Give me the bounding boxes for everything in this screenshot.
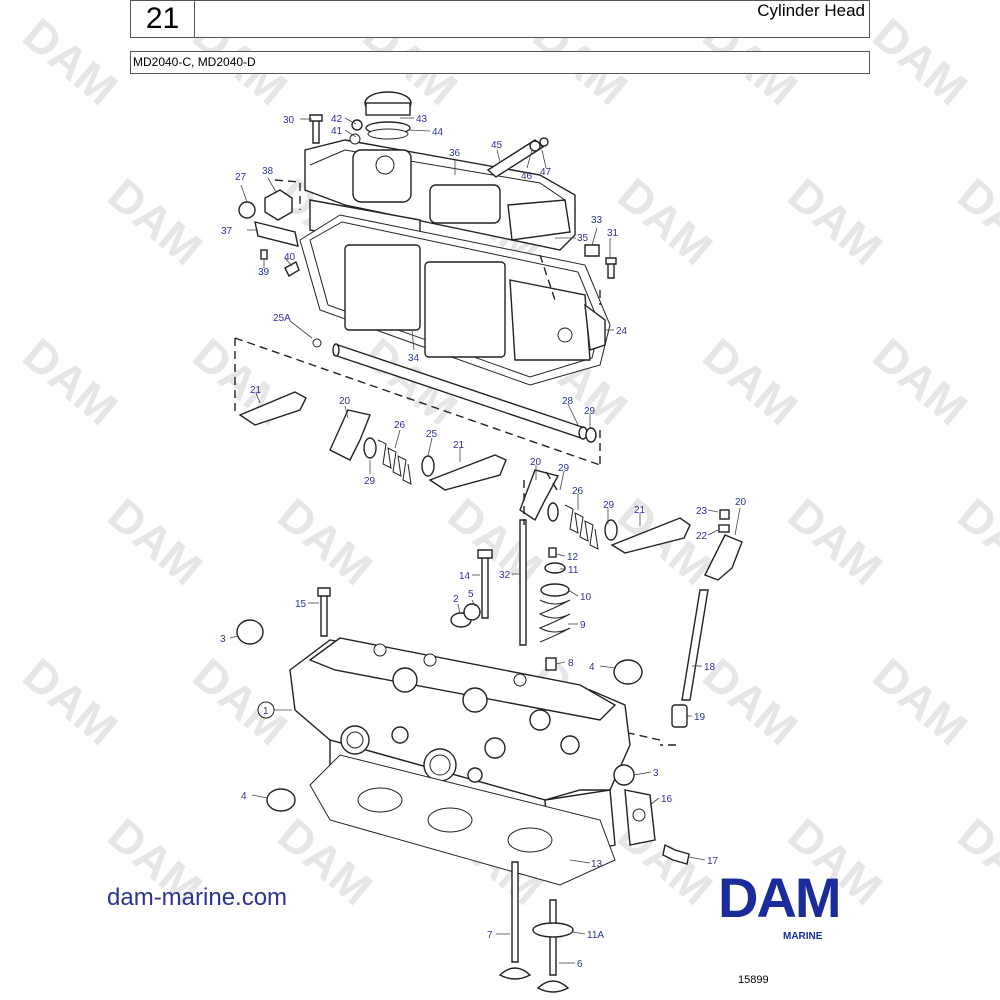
- section-header: 21 Cylinder Head: [130, 0, 870, 38]
- part-label: 15: [295, 599, 307, 610]
- part-label: 37: [221, 226, 233, 237]
- part-label: 29: [603, 500, 615, 511]
- part-label: 35: [577, 233, 589, 244]
- part-label: 21: [453, 440, 465, 451]
- highlight-circle: [257, 701, 275, 719]
- part-label: 4: [241, 791, 247, 802]
- part-label: 32: [499, 570, 511, 581]
- part-label: 46: [521, 171, 533, 182]
- head-gasket: [309, 754, 616, 886]
- part-label: 11A: [587, 930, 604, 941]
- section-title: Cylinder Head: [757, 1, 865, 20]
- part-label: 25A: [273, 313, 291, 324]
- studs-and-bolts: [317, 519, 527, 646]
- part-label: 20: [339, 396, 351, 407]
- valve: [498, 861, 574, 993]
- part-label: 42: [331, 114, 343, 125]
- part-label: 12: [567, 552, 579, 563]
- part-label: 17: [707, 856, 719, 867]
- part-label: 9: [580, 620, 586, 631]
- leader-lines: [229, 117, 741, 964]
- thermostat-cover: [624, 789, 690, 865]
- part-label: 3: [653, 768, 659, 779]
- part-label: 47: [540, 167, 552, 178]
- part-label: 26: [572, 486, 584, 497]
- adjuster-screw: [718, 509, 730, 533]
- side-cover-parts: [238, 189, 617, 279]
- part-label: 7: [487, 930, 493, 941]
- oil-filler-cap: [364, 91, 412, 140]
- part-label: 34: [408, 353, 420, 364]
- part-label: 31: [607, 228, 619, 239]
- part-label: 29: [364, 476, 376, 487]
- cover-bolt: [309, 114, 363, 145]
- part-label: 14: [459, 571, 471, 582]
- pushrod: [671, 589, 709, 728]
- part-label: 33: [591, 215, 603, 226]
- part-label: 26: [394, 420, 406, 431]
- part-label: 13: [591, 859, 603, 870]
- part-label: 30: [283, 115, 295, 126]
- breather-hose: [486, 137, 549, 178]
- part-label: 10: [580, 592, 592, 603]
- part-label: 3: [220, 634, 226, 645]
- part-label: 21: [250, 385, 262, 396]
- part-label: 6: [577, 959, 583, 970]
- part-label: 43: [416, 114, 428, 125]
- part-label: 18: [704, 662, 716, 673]
- rocker-arm: [238, 391, 743, 581]
- part-label: 29: [558, 463, 570, 474]
- drawing-number: 15899: [738, 974, 769, 986]
- part-label: 38: [262, 166, 274, 177]
- part-label: 24: [616, 326, 628, 337]
- rocker-shaft: [312, 338, 597, 443]
- part-label: 20: [530, 457, 542, 468]
- part-label: 29: [584, 406, 596, 417]
- section-number: 21: [131, 1, 195, 37]
- engine-models: MD2040-C, MD2040-D: [133, 55, 256, 69]
- model-row: MD2040-C, MD2040-D: [130, 51, 870, 74]
- part-labels: 30 42 43 41 44 36 45 46 47 27 38 37 40 3…: [220, 114, 747, 970]
- part-label: 2: [453, 594, 459, 605]
- part-label: 22: [696, 531, 708, 542]
- part-label: 40: [284, 252, 296, 263]
- part-label: 16: [661, 794, 673, 805]
- part-label: 45: [491, 140, 503, 151]
- part-label: 23: [696, 506, 708, 517]
- part-label: 11: [568, 565, 579, 576]
- part-label: 19: [694, 712, 706, 723]
- part-label: 27: [235, 172, 247, 183]
- part-label: 39: [258, 267, 270, 278]
- dam-logo: DAM: [718, 866, 842, 929]
- part-label: 28: [562, 396, 574, 407]
- website-link[interactable]: dam-marine.com: [107, 884, 288, 911]
- part-label: 21: [634, 505, 646, 516]
- rocker-spring: [363, 437, 618, 550]
- part-label: 36: [449, 148, 461, 159]
- part-label: 8: [568, 658, 574, 669]
- rocker-housing: [344, 244, 606, 361]
- part-label: 44: [432, 127, 444, 138]
- dam-logo-subtitle: MARINE: [783, 931, 823, 942]
- valve-spring: [538, 547, 571, 671]
- part-label: 20: [735, 497, 747, 508]
- part-label: 4: [589, 662, 595, 673]
- part-label: 25: [426, 429, 438, 440]
- plugs-and-seals: [236, 603, 643, 812]
- highlighted-part-label: 1: [263, 706, 269, 717]
- part-label: 41: [331, 126, 343, 137]
- part-label: 5: [468, 589, 474, 600]
